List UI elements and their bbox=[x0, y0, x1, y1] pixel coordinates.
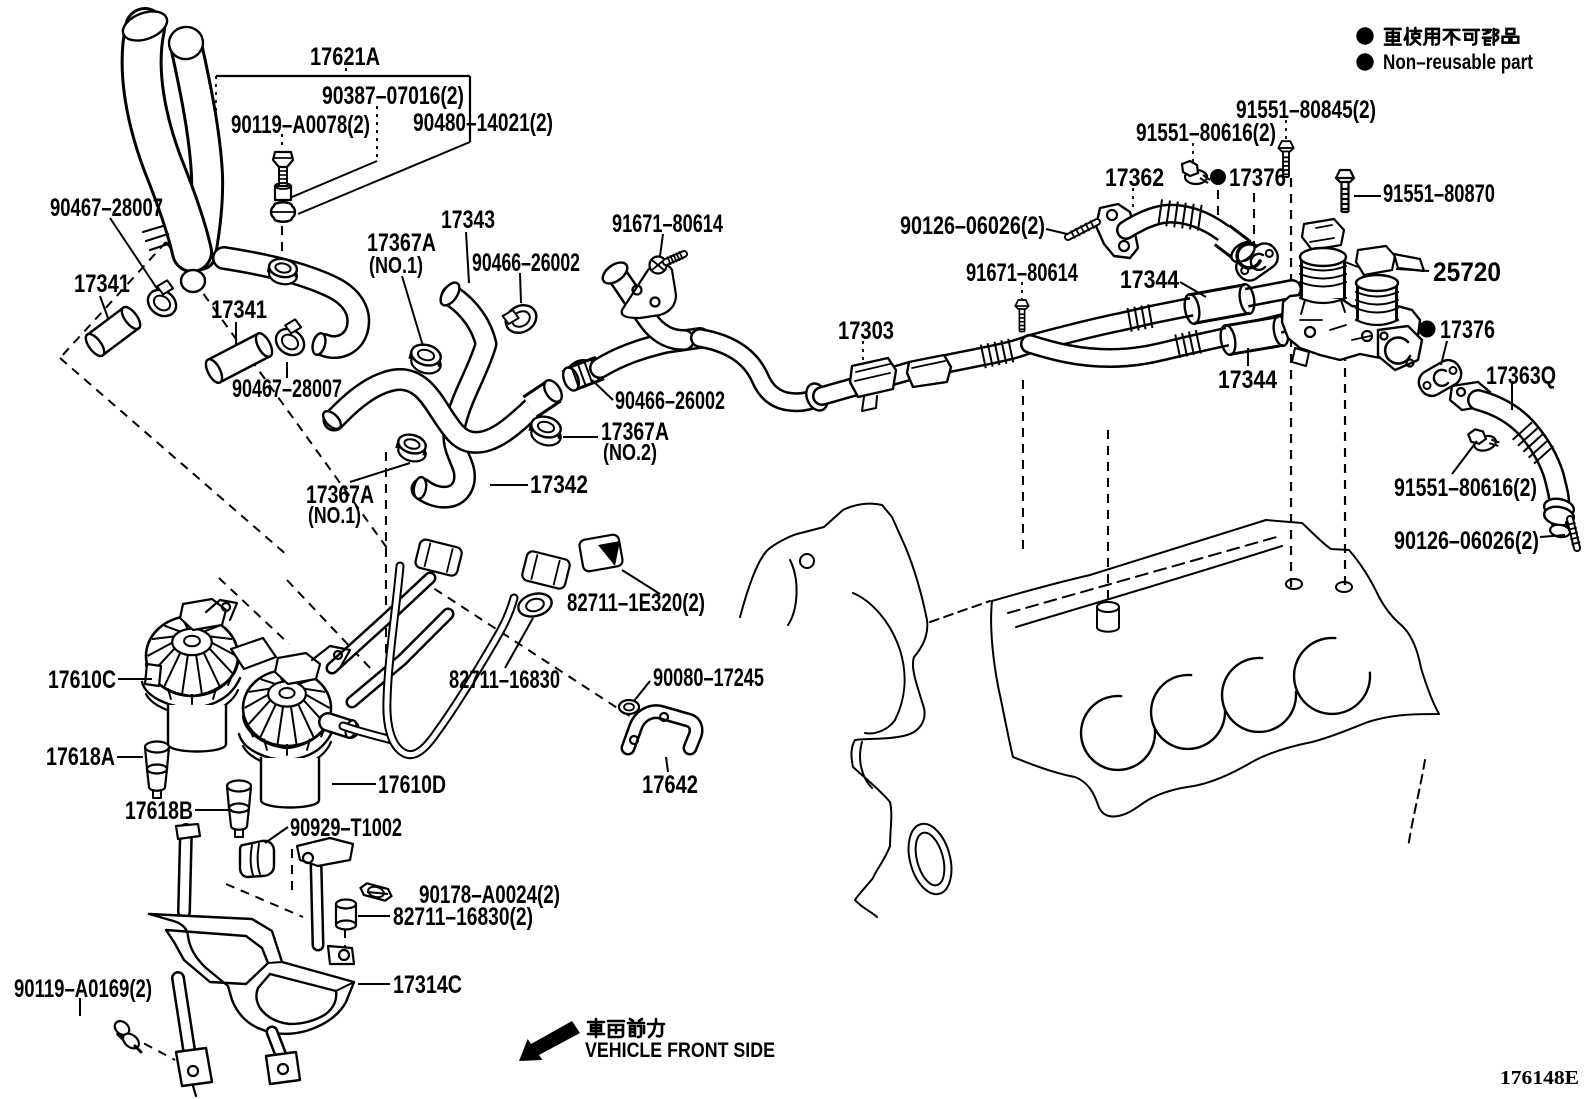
svg-text:17341: 17341 bbox=[211, 296, 267, 324]
svg-text:17610D: 17610D bbox=[378, 771, 446, 799]
svg-text:17343: 17343 bbox=[441, 206, 495, 234]
svg-text:90080–17245: 90080–17245 bbox=[653, 664, 764, 692]
svg-text:Non–reusable part: Non–reusable part bbox=[1383, 51, 1533, 74]
svg-text:17367A: 17367A bbox=[601, 418, 669, 446]
svg-text:91551–80845(2): 91551–80845(2) bbox=[1236, 96, 1376, 124]
svg-text:90126–06026(2): 90126–06026(2) bbox=[900, 212, 1045, 240]
svg-text:90126–06026(2): 90126–06026(2) bbox=[1394, 527, 1539, 555]
svg-text:17344: 17344 bbox=[1120, 266, 1179, 294]
svg-text:82711–16830(2): 82711–16830(2) bbox=[393, 903, 533, 931]
svg-text:17376: 17376 bbox=[1229, 164, 1286, 192]
svg-text:17367A: 17367A bbox=[367, 229, 436, 257]
svg-text:17363Q: 17363Q bbox=[1486, 362, 1556, 390]
svg-text:VEHICLE FRONT SIDE: VEHICLE FRONT SIDE bbox=[585, 1039, 775, 1062]
svg-text:90467–28007: 90467–28007 bbox=[232, 375, 342, 403]
svg-text:90929–T1002: 90929–T1002 bbox=[290, 814, 402, 842]
svg-text:17362: 17362 bbox=[1105, 164, 1164, 192]
svg-text:82711–1E320(2): 82711–1E320(2) bbox=[567, 589, 705, 617]
svg-text:91551–80870: 91551–80870 bbox=[1383, 180, 1495, 208]
svg-text:91671–80614: 91671–80614 bbox=[966, 259, 1078, 287]
svg-text:17621A: 17621A bbox=[310, 43, 380, 71]
svg-text:90387–07016(2): 90387–07016(2) bbox=[322, 82, 464, 110]
svg-text:(NO.1): (NO.1) bbox=[308, 502, 361, 528]
svg-text:90119–A0078(2): 90119–A0078(2) bbox=[231, 111, 370, 139]
svg-text:17344: 17344 bbox=[1218, 366, 1277, 394]
svg-text:90466–26002: 90466–26002 bbox=[472, 249, 580, 277]
svg-text:17376: 17376 bbox=[1440, 316, 1495, 344]
svg-text:176148E: 176148E bbox=[1500, 1067, 1579, 1089]
svg-text:17618B: 17618B bbox=[125, 797, 193, 825]
svg-text:91671–80614: 91671–80614 bbox=[612, 210, 723, 238]
svg-text:90178–A0024(2): 90178–A0024(2) bbox=[419, 881, 560, 909]
svg-text:17314C: 17314C bbox=[393, 971, 462, 999]
svg-text:91551–80616(2): 91551–80616(2) bbox=[1394, 474, 1537, 502]
svg-text:82711–16830: 82711–16830 bbox=[449, 666, 560, 694]
svg-text:17342: 17342 bbox=[530, 471, 588, 499]
svg-text:(NO.1): (NO.1) bbox=[369, 252, 423, 278]
svg-text:90467–28007: 90467–28007 bbox=[50, 194, 163, 222]
svg-text:17303: 17303 bbox=[838, 317, 894, 345]
svg-text:17341: 17341 bbox=[74, 270, 130, 298]
svg-text:17642: 17642 bbox=[642, 771, 698, 799]
svg-text:25720: 25720 bbox=[1433, 257, 1501, 287]
svg-text:17618A: 17618A bbox=[46, 743, 115, 771]
svg-text:17367A: 17367A bbox=[306, 481, 374, 509]
svg-text:90480–14021(2): 90480–14021(2) bbox=[413, 109, 553, 137]
svg-text:90466–26002: 90466–26002 bbox=[615, 387, 725, 415]
svg-text:(NO.2): (NO.2) bbox=[603, 439, 657, 465]
svg-text:91551–80616(2): 91551–80616(2) bbox=[1136, 119, 1276, 147]
svg-text:17610C: 17610C bbox=[48, 666, 116, 694]
svg-text:90119–A0169(2): 90119–A0169(2) bbox=[14, 975, 152, 1003]
